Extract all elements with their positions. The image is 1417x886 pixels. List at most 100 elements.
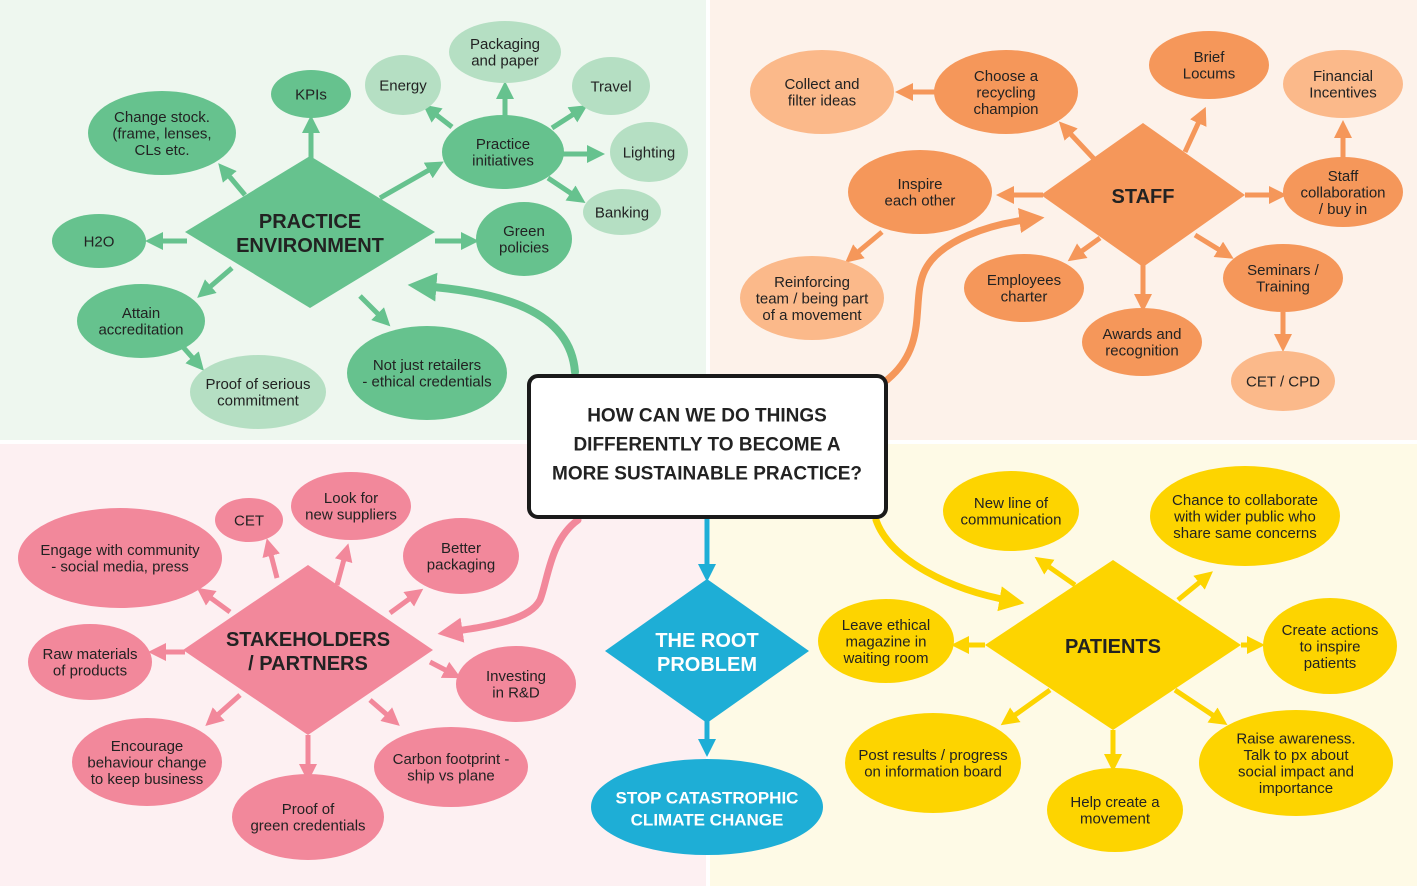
node-kpis: KPIs (271, 70, 351, 118)
node-label-line: H2O (84, 233, 115, 250)
node-label-line: Encourage (111, 738, 184, 755)
node-label-line: THE ROOT (655, 630, 758, 652)
node-bubble (1283, 157, 1403, 227)
node-label-line: - ethical credentials (362, 374, 491, 391)
node-label-line: Seminars / (1247, 262, 1320, 279)
node-bubble (442, 115, 564, 189)
node-label-line: communication (961, 512, 1062, 529)
node-label-line: each other (885, 193, 956, 210)
node-label-line: collaboration (1300, 184, 1385, 201)
connector-arrow (181, 345, 204, 371)
node-seminars: Seminars /Training (1223, 244, 1343, 312)
connector-arrow (1000, 687, 1052, 726)
node-label-line: of a movement (762, 307, 862, 324)
node-label-line: Employees (987, 272, 1061, 289)
connector-arrow (1193, 232, 1234, 259)
node-label-line: Raw materials (42, 646, 137, 663)
node-label-line: Locums (1183, 66, 1236, 83)
node-label-line: policies (499, 240, 549, 257)
node-label-line: behaviour change (87, 754, 206, 771)
connector-arrow (262, 538, 280, 579)
node-label-line: PROBLEM (657, 654, 757, 676)
connector-arrow (368, 698, 400, 726)
connector-arrow (1173, 687, 1228, 725)
node-label-line: PRACTICE (259, 211, 361, 233)
curved-connector-arrow (437, 516, 582, 643)
node-bubble (52, 214, 146, 268)
connector-arrow (546, 175, 586, 203)
node-label-line: Attain (122, 305, 160, 322)
node-label-line: KPIs (295, 86, 327, 103)
node-label-line: Travel (590, 78, 631, 95)
node-label-line: team / being part (756, 290, 869, 307)
node-banking: Banking (583, 189, 661, 235)
node-bubble (449, 21, 561, 83)
node-label-line: MORE SUSTAINABLE PRACTICE? (552, 464, 862, 485)
node-label-line: STOP CATASTROPHIC (616, 788, 799, 807)
connector-arrow (205, 693, 242, 726)
node-label-line: Inspire (897, 176, 942, 193)
connector-arrow (218, 163, 247, 197)
node-bubble (583, 189, 661, 235)
node-not-just: Not just retailers- ethical credentials (347, 326, 507, 420)
node-label-line: champion (973, 101, 1038, 118)
node-bubble (232, 774, 384, 860)
node-label-line: Better (441, 540, 481, 557)
connector-arrow (1067, 235, 1102, 262)
connector-arrow (388, 588, 424, 616)
node-label-line: to keep business (91, 771, 204, 788)
connector-arrow (334, 543, 353, 586)
node-label-line: patients (1304, 655, 1357, 672)
node-travel: Travel (572, 57, 650, 115)
node-label-line: share same concerns (1173, 525, 1316, 542)
node-bubble (1150, 466, 1340, 566)
node-label-line: Help create a (1070, 794, 1160, 811)
node-bubble (610, 122, 688, 182)
node-label-line: Incentives (1309, 85, 1377, 102)
node-label-line: New line of (974, 495, 1049, 512)
node-label-line: Engage with community (40, 542, 200, 559)
hub-diamond (183, 565, 433, 735)
connector-arrow (1058, 121, 1097, 162)
node-bubble (1199, 710, 1393, 816)
node-bubble (848, 150, 992, 234)
curved-connector-arrow (407, 272, 579, 376)
node-label-line: Post results / progress (858, 747, 1007, 764)
node-label-line: new suppliers (305, 507, 397, 524)
node-label-line: filter ideas (788, 93, 856, 110)
node-label-line: Staff (1328, 168, 1359, 185)
connector-arrow (378, 161, 444, 201)
node-label-line: Training (1256, 279, 1310, 296)
node-label-line: (frame, lenses, (112, 125, 211, 142)
node-label-line: Reinforcing (774, 274, 850, 291)
node-bubble (1149, 31, 1269, 99)
node-label-line: Investing (486, 668, 546, 685)
node-label-line: Choose a (974, 68, 1039, 85)
node-label-line: Proof of (282, 801, 335, 818)
node-label-line: recognition (1105, 343, 1178, 360)
node-bubble (1223, 244, 1343, 312)
node-cet-cpd: CET / CPD (1231, 351, 1335, 411)
node-energy: Energy (365, 55, 441, 115)
node-label-line: and paper (471, 53, 539, 70)
node-label-line: to inspire (1300, 638, 1361, 655)
hub-diamond (1041, 123, 1245, 267)
node-label-line: importance (1259, 780, 1333, 797)
node-bubble (347, 326, 507, 420)
node-label-line: Proof of serious (205, 376, 310, 393)
